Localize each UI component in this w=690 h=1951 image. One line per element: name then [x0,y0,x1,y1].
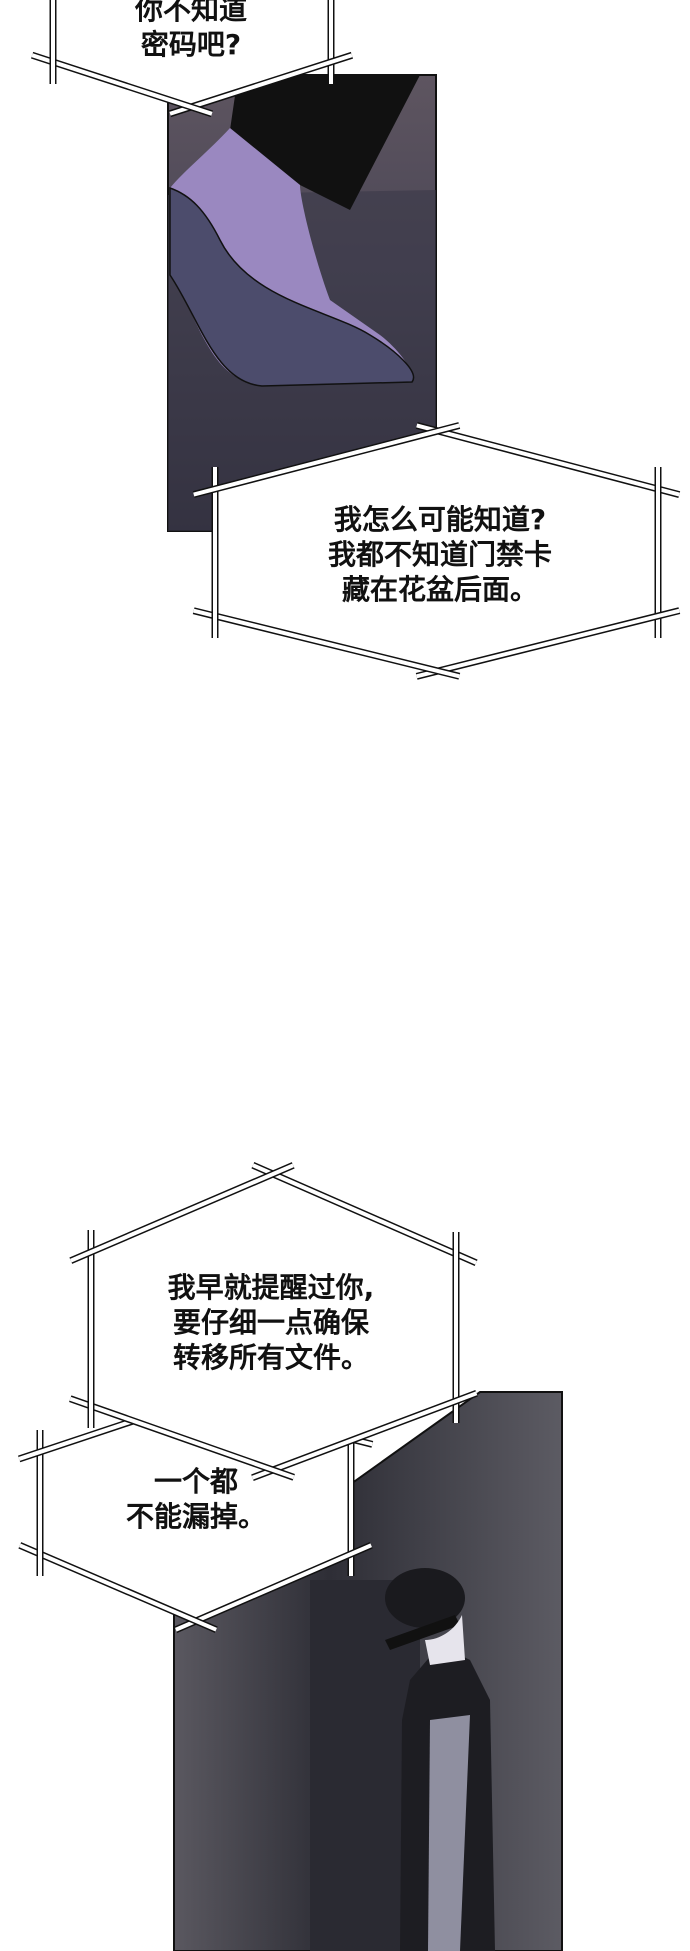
bubble-edge [416,608,680,679]
bubble-fill [215,431,658,671]
bubble-edge [416,423,680,497]
bubble-edge [31,53,213,116]
bubble-edge [169,53,353,116]
bubble-2 [192,422,681,680]
bubble-edge [69,1163,295,1263]
bubble-edge [193,423,460,497]
bubble-edge [18,1543,218,1632]
bubble-2-text: 我怎么可能知道?我都不知道门禁卡藏在花盆后面。 [327,503,553,606]
bubble-edge [252,1163,477,1265]
speech-bubbles [18,0,681,1633]
bubble-3-text: 我早就提醒过你,要仔细一点确保转移所有文件。 [167,1271,375,1374]
panel-foot [167,74,437,532]
bubble-1-text: 你不知道密码吧? [134,0,248,61]
panel-doorway [173,1391,563,1951]
bubble-fill [91,1174,456,1470]
bubble-4-text: 一个都不能漏掉。 [125,1465,267,1533]
bubble-1 [30,0,354,118]
bubble-4 [69,1161,478,1482]
bubble-edge [175,1543,372,1632]
bubble-edge [69,1396,295,1480]
bubble-fill [53,0,331,107]
bubble-edge [193,608,460,679]
bubble-edge [251,1391,478,1480]
